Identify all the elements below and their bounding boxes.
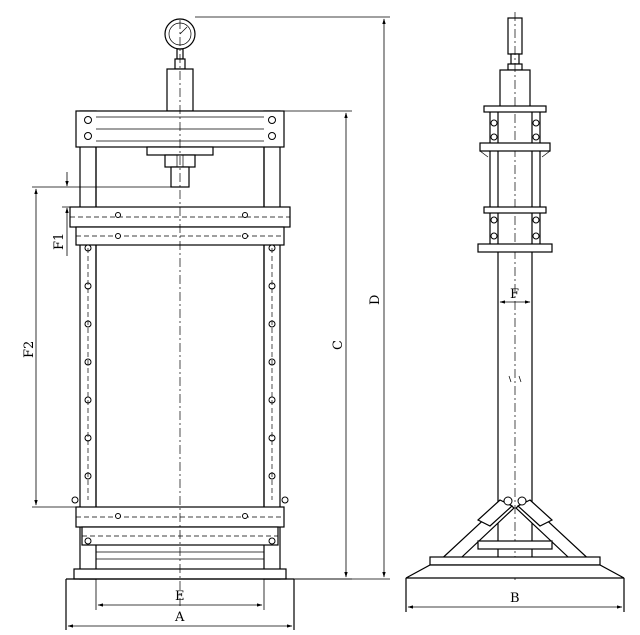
dimension-a: A [67, 610, 293, 628]
label-d: D [368, 295, 383, 305]
front-view: F1 F2 C D E [22, 16, 390, 630]
label-f: F [510, 287, 519, 302]
dimension-f: F [499, 287, 531, 304]
mid-bracket [477, 206, 553, 253]
label-f2: F2 [22, 341, 37, 358]
label-e: E [175, 589, 185, 604]
column-holes [84, 244, 276, 500]
dimension-c: C [284, 110, 352, 580]
dimension-e: E [95, 579, 265, 610]
side-view: F B [405, 12, 625, 612]
dimension-f1: F1 [52, 172, 171, 256]
label-b: B [510, 591, 520, 606]
upper-bracket [479, 105, 551, 158]
label-c: C [331, 340, 346, 350]
label-f1: F1 [52, 233, 67, 250]
dimension-d: D [195, 16, 390, 580]
dimension-b: B [407, 591, 623, 609]
label-a: A [174, 610, 185, 625]
dimension-f2: F2 [22, 186, 76, 508]
side-base [405, 496, 625, 612]
